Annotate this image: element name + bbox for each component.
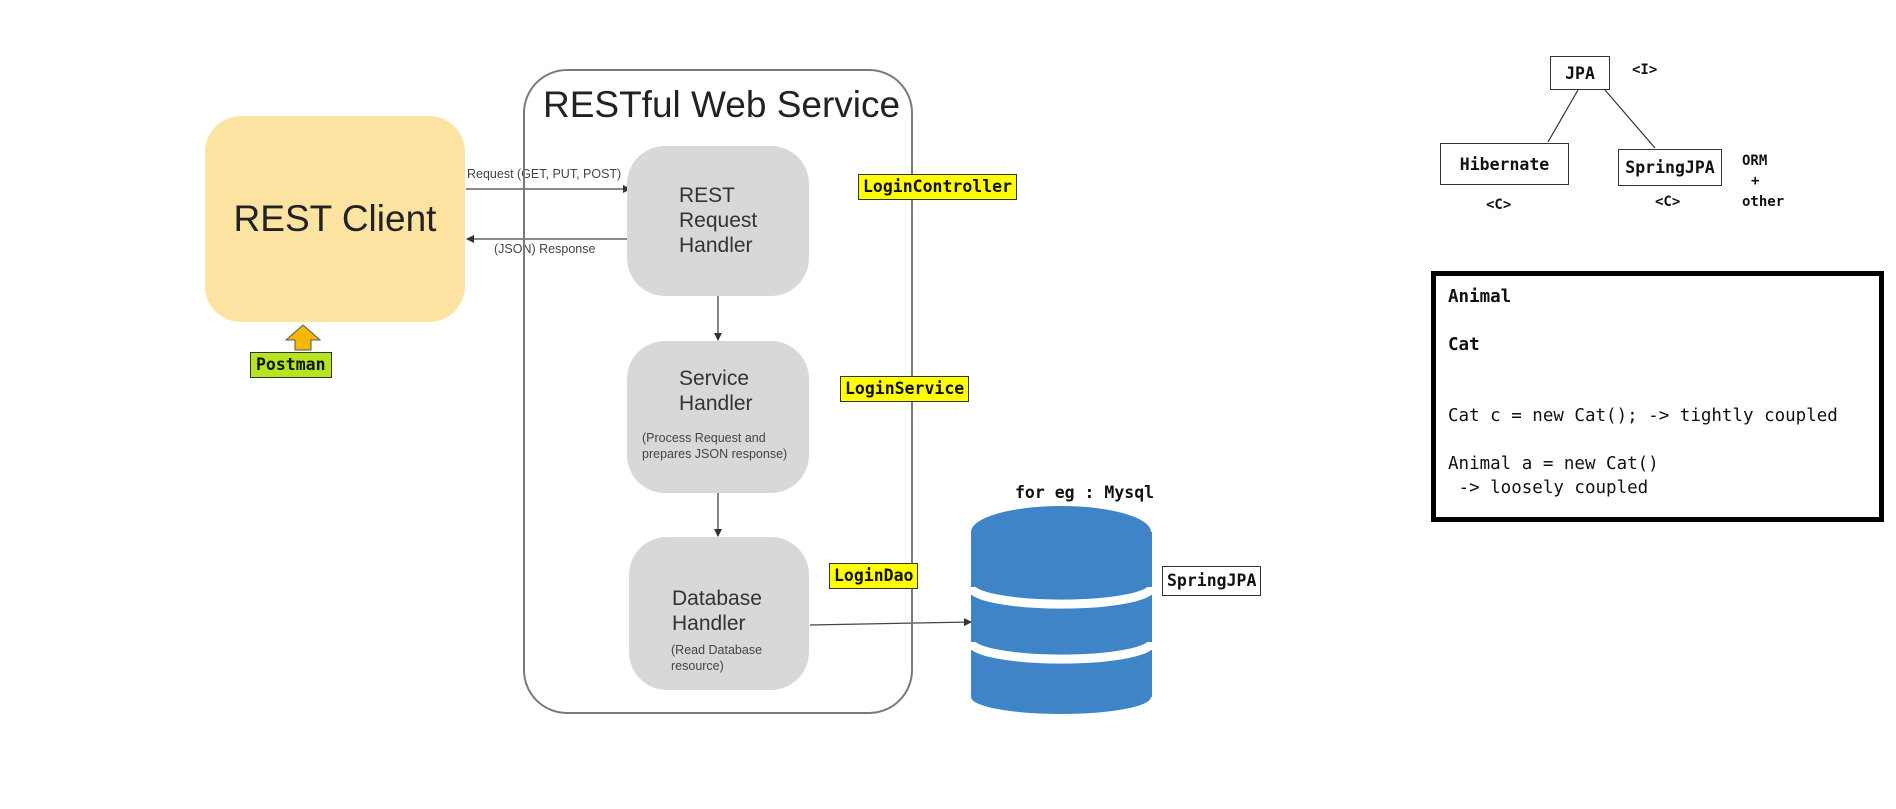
rest-handler-line3: Handler xyxy=(679,233,753,257)
orm-note-line3: other xyxy=(1742,193,1785,210)
service-handler-line2: Handler xyxy=(679,391,753,415)
request-label: Request (GET, PUT, POST) xyxy=(467,167,622,181)
jpa-to-springjpa-line xyxy=(1604,89,1656,149)
jpa-interface-box: JPA xyxy=(1550,56,1610,90)
springjpa-class-box: SpringJPA xyxy=(1618,149,1722,186)
note-line-cat: Cat xyxy=(1448,335,1480,355)
service-handler: Service Handler (Process Request and pre… xyxy=(627,341,809,493)
rest-client-box: REST Client xyxy=(205,116,465,322)
database-handler-line2: Handler xyxy=(672,611,746,635)
springjpa-stereotype: <C> xyxy=(1655,194,1681,210)
rest-handler-line1: REST xyxy=(679,184,736,207)
database-handler: Database Handler (Read Database resource… xyxy=(629,537,809,690)
database-handler-note1: (Read Database xyxy=(671,643,763,657)
note-line-tightly-coupled: Cat c = new Cat(); -> tightly coupled xyxy=(1448,406,1838,426)
orm-note-line1: ORM xyxy=(1742,153,1768,169)
login-dao-tag: LoginDao xyxy=(829,563,919,589)
up-arrow-icon xyxy=(284,324,322,351)
rest-request-handler: REST Request Handler xyxy=(627,146,809,296)
rest-client-label: REST Client xyxy=(233,198,437,239)
database-caption: for eg : Mysql xyxy=(1015,483,1155,502)
login-service-tag: LoginService xyxy=(840,376,970,402)
database-cylinder-icon xyxy=(966,506,1157,714)
database-handler-line1: Database xyxy=(672,587,762,610)
orm-note-line2: + xyxy=(1751,173,1760,190)
springjpa-db-tag: SpringJPA xyxy=(1162,566,1262,596)
service-handler-note1: (Process Request and xyxy=(642,431,766,445)
coupling-note-box: Animal Cat Cat c = new Cat(); -> tightly… xyxy=(1431,271,1884,522)
jpa-to-hibernate-line xyxy=(1547,89,1579,143)
handler-to-db-arrow xyxy=(809,618,972,627)
response-label: (JSON) Response xyxy=(494,242,596,256)
hibernate-stereotype: <C> xyxy=(1486,197,1512,213)
service-handler-line1: Service xyxy=(679,367,750,390)
note-line-animal-new-cat: Animal a = new Cat() xyxy=(1448,454,1659,474)
postman-tag: Postman xyxy=(250,352,332,378)
service-handler-note2: prepares JSON response) xyxy=(642,446,788,461)
orm-note: ORM + other xyxy=(1742,151,1784,212)
note-line-animal: Animal xyxy=(1448,287,1512,307)
hibernate-class-box: Hibernate xyxy=(1440,143,1569,185)
web-service-title: RESTful Web Service xyxy=(543,84,901,125)
database-handler-note2: resource) xyxy=(671,658,724,673)
rest-handler-line2: Request xyxy=(679,208,758,232)
note-line-loosely-coupled: -> loosely coupled xyxy=(1448,478,1649,498)
jpa-stereotype: <I> xyxy=(1632,62,1658,78)
login-controller-tag: LoginController xyxy=(858,174,1018,200)
